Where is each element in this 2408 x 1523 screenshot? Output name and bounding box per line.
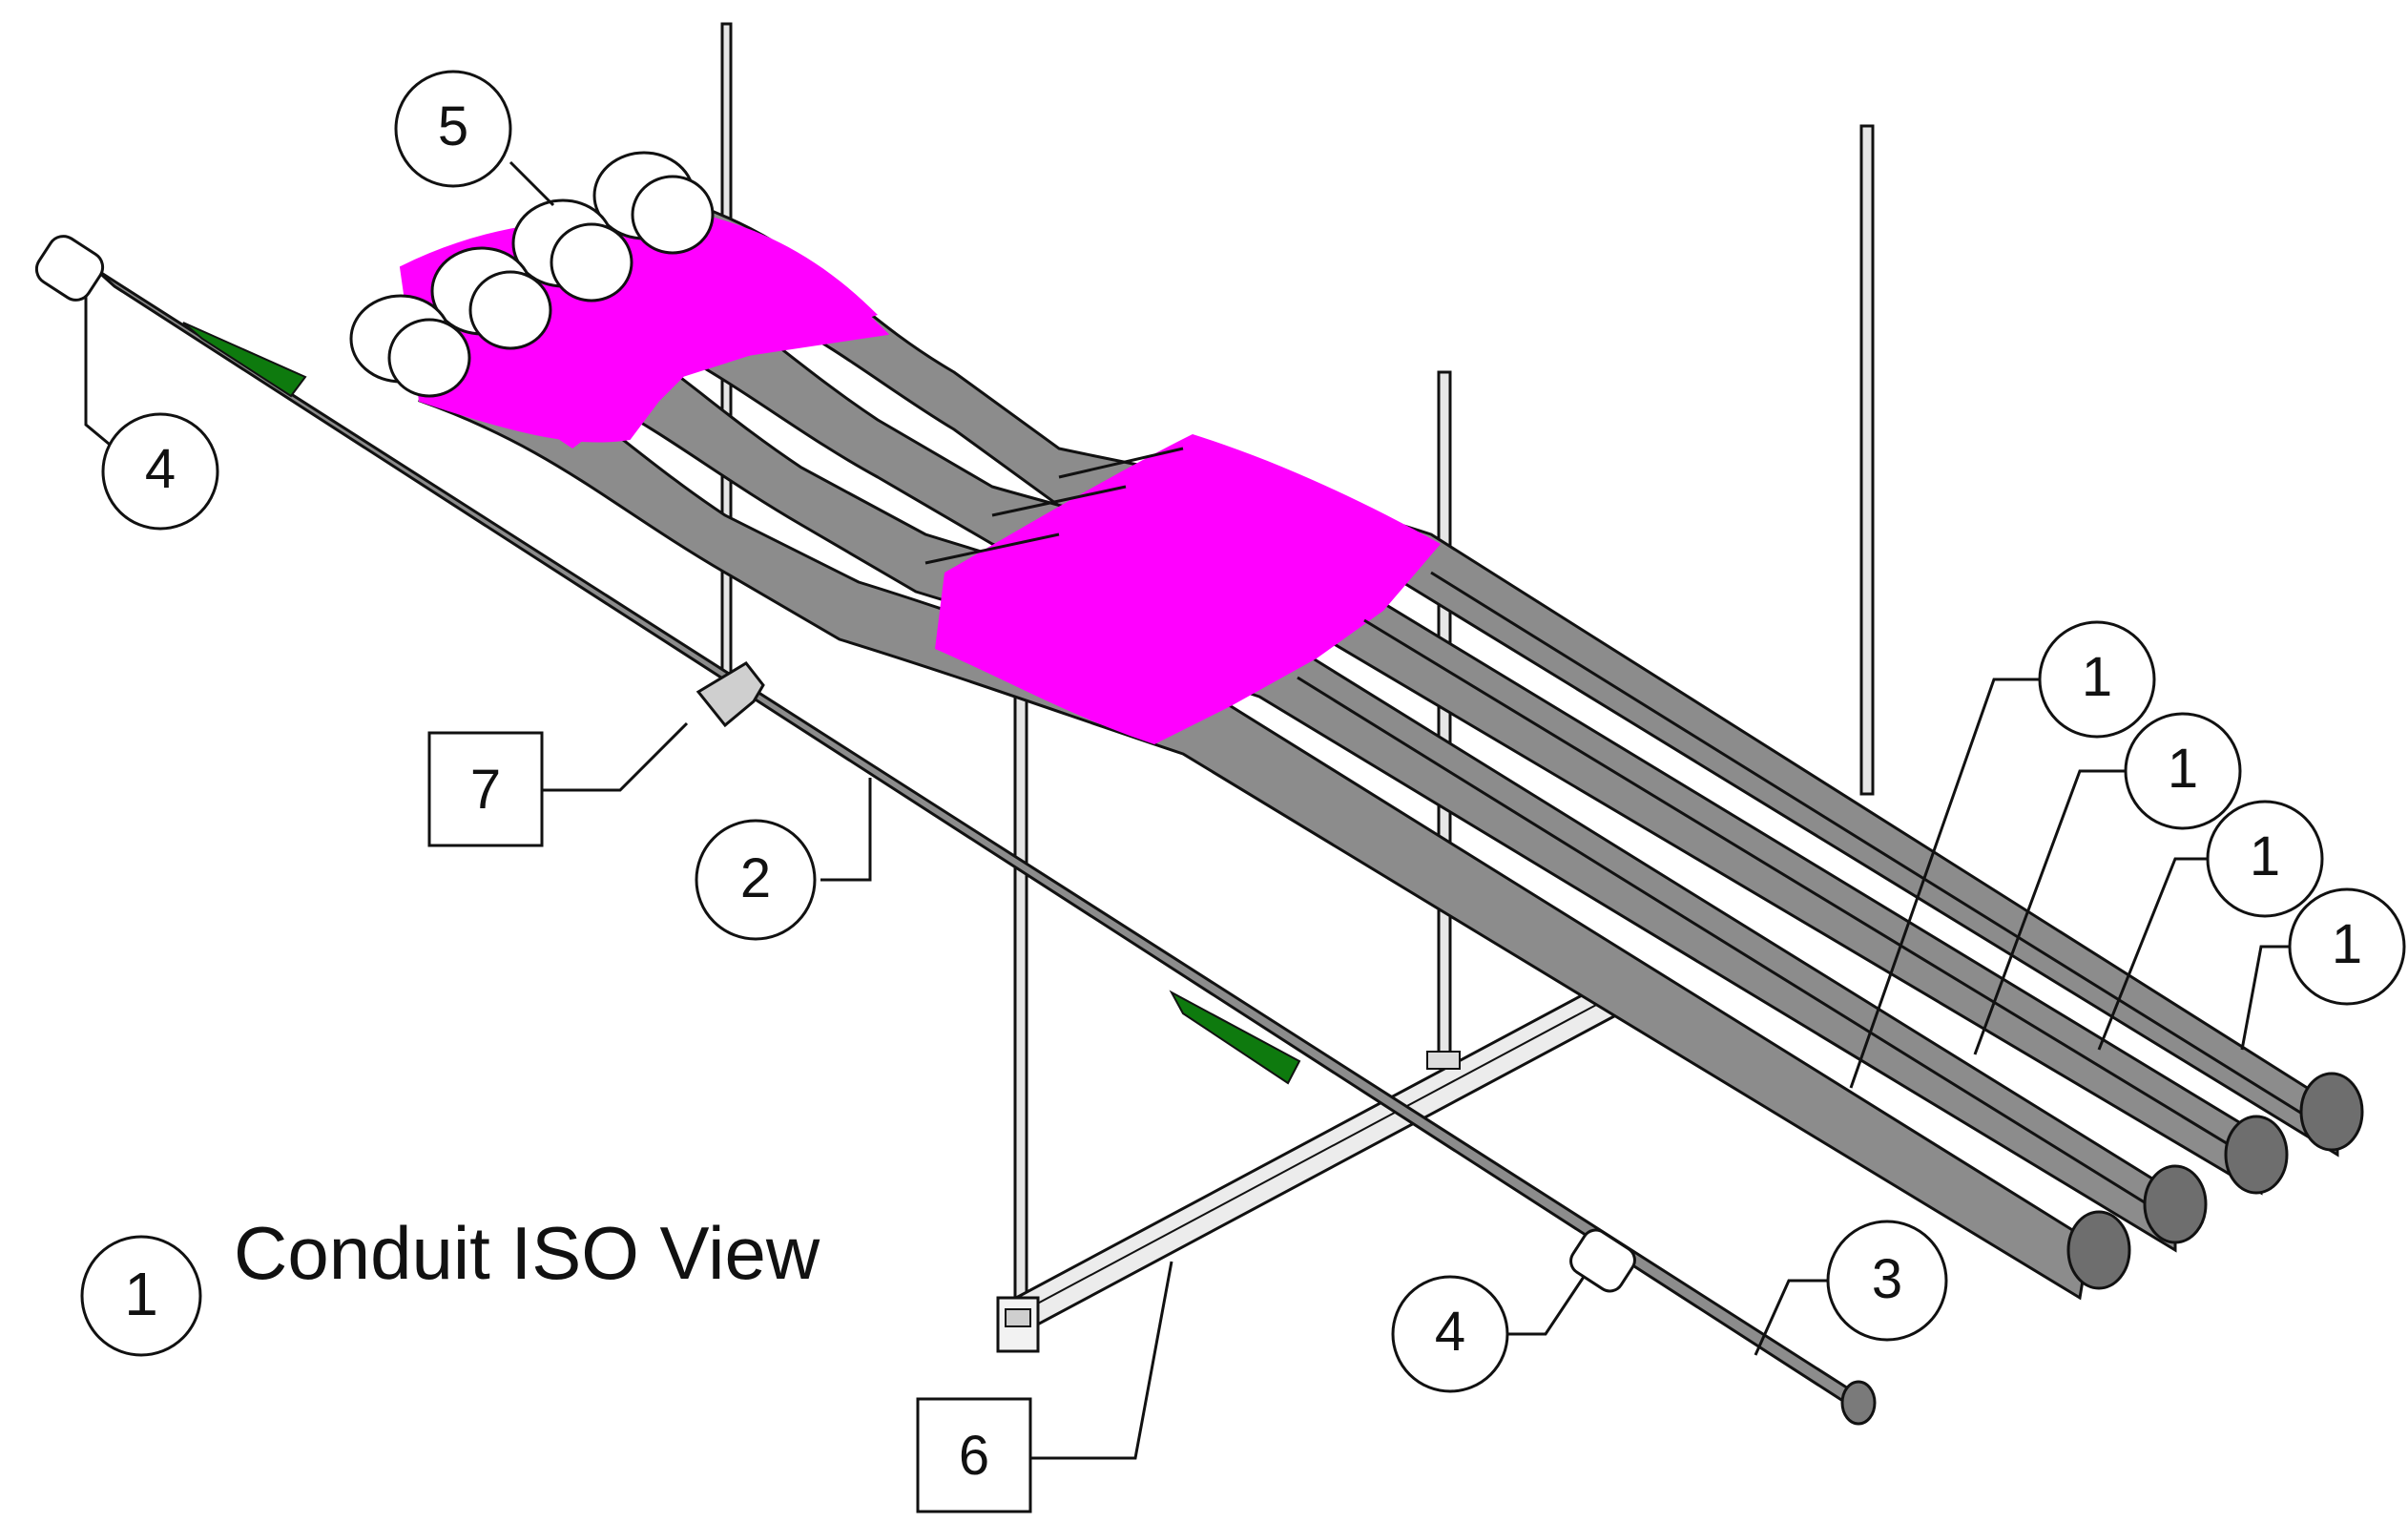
strut-nut-middle xyxy=(1426,1051,1461,1070)
conduit-end-a xyxy=(2066,1210,2131,1290)
callout-4-upper-label: 4 xyxy=(145,438,176,500)
view-title: Conduit ISO View xyxy=(234,1211,820,1295)
callout-6: 6 xyxy=(916,1397,1032,1513)
callout-1-d-label: 1 xyxy=(2332,913,2362,975)
bend-wrap-lower xyxy=(935,434,1441,744)
view-number: 1 xyxy=(124,1260,158,1328)
conduit-end-b xyxy=(2143,1164,2208,1244)
callout-2: 2 xyxy=(695,819,817,941)
conduit-c-segment-1 xyxy=(571,237,2263,1196)
callout-4-lower: 4 xyxy=(1391,1275,1509,1393)
conduit-b-segment-1 xyxy=(494,284,2177,1253)
callout-1-d: 1 xyxy=(2288,887,2406,1006)
callout-3-label: 3 xyxy=(1872,1248,1902,1310)
bend-wrap-upper-2 xyxy=(515,205,878,449)
conduit-seams xyxy=(924,447,2338,1223)
conduit-end-d xyxy=(2299,1072,2364,1152)
callout-1-b: 1 xyxy=(2124,712,2242,830)
callout-7-label: 7 xyxy=(470,759,501,821)
conduit-clamp xyxy=(695,661,765,728)
tape-band-lower xyxy=(1169,990,1301,1085)
callout-1-c: 1 xyxy=(2206,800,2324,918)
callout-5-label: 5 xyxy=(438,95,468,157)
hanger-rod-middle xyxy=(1437,370,1452,1063)
callout-4-upper: 4 xyxy=(101,412,219,531)
leader-lines xyxy=(84,160,2294,1460)
hanger-rod-right xyxy=(1859,124,1875,796)
callout-6-label: 6 xyxy=(959,1425,989,1487)
callout-3: 3 xyxy=(1826,1220,1948,1342)
conduit-ends xyxy=(2066,1072,2364,1290)
hanger-rod-front xyxy=(1013,615,1028,1315)
callout-7: 7 xyxy=(427,731,544,847)
callout-1-b-label: 1 xyxy=(2168,738,2198,800)
view-number-bubble xyxy=(80,1235,202,1357)
callout-5: 5 xyxy=(394,70,512,188)
callout-2-label: 2 xyxy=(740,847,771,909)
callout-1-c-label: 1 xyxy=(2250,825,2280,887)
strut-channel xyxy=(996,985,1630,1353)
conduit-bushings xyxy=(349,151,715,398)
callout-1-a: 1 xyxy=(2038,620,2156,739)
small-conduit-end xyxy=(1840,1380,1877,1426)
conduit-end-c xyxy=(2224,1115,2289,1195)
callout-4-lower-label: 4 xyxy=(1435,1301,1465,1363)
small-conduit xyxy=(34,235,1877,1426)
tape-band-upper xyxy=(182,322,307,398)
coupling-lower xyxy=(1569,1228,1636,1293)
coupling-upper xyxy=(34,235,105,302)
callout-1-a-label: 1 xyxy=(2082,646,2112,708)
view-title-block: 1 Conduit ISO View xyxy=(80,1211,820,1357)
